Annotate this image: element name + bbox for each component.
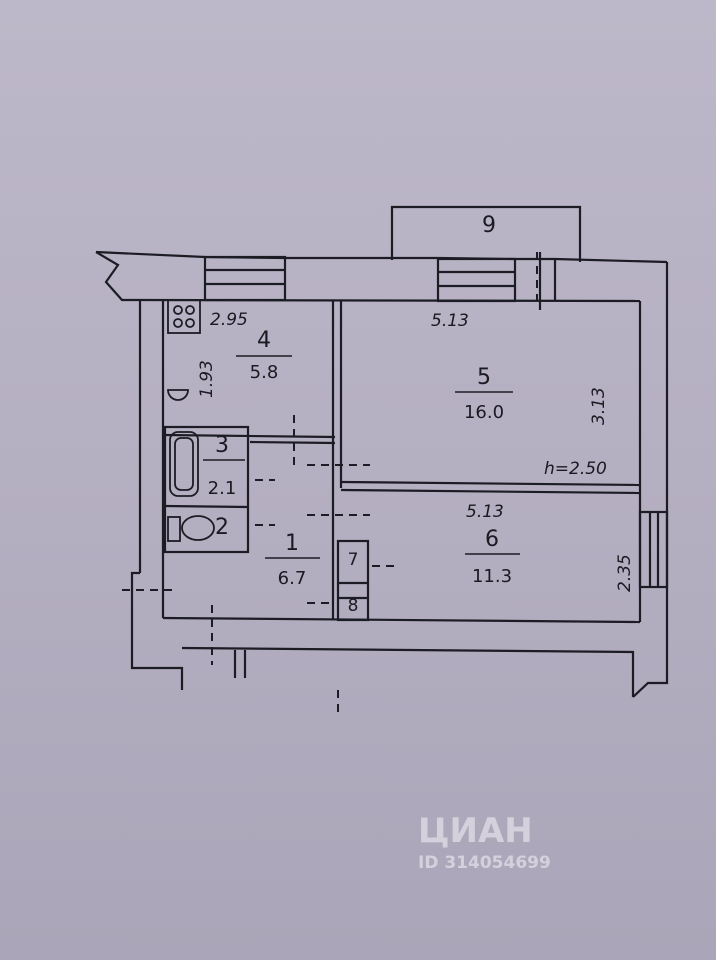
- door-markers: [122, 252, 538, 712]
- room-5-area: 16.0: [464, 402, 504, 423]
- room-5-number: 5: [477, 365, 491, 390]
- fraction-bars: [203, 355, 520, 559]
- dim-room6-depth: 2.35: [615, 554, 635, 592]
- closet-block: [336, 539, 370, 622]
- dim-ceiling-height: h=2.50: [544, 459, 607, 479]
- partition-room5-room6: [340, 480, 641, 487]
- wall-break-left: [95, 251, 140, 302]
- room-3-area: 2.1: [208, 478, 237, 499]
- watermark-id: ID 314054699: [418, 853, 551, 873]
- watermark-brand: ЦИАН: [418, 811, 533, 851]
- balcony-outline: [390, 205, 582, 262]
- room-1-number: 1: [285, 531, 299, 556]
- inner-wall-bottom: [162, 616, 641, 624]
- outer-wall-top: [95, 250, 668, 264]
- window-room5: [436, 257, 517, 303]
- stove-icon: [167, 299, 201, 334]
- room-3-number: 3: [215, 433, 229, 458]
- room-4-area: 5.8: [250, 362, 279, 383]
- dim-kitchen-width: 2.95: [210, 310, 248, 330]
- dim-room6-width: 5.13: [466, 502, 504, 522]
- dim-room5-width: 5.13: [431, 311, 469, 331]
- window-room6: [638, 510, 669, 589]
- outer-wall-bottom: [181, 646, 635, 697]
- window-kitchen: [203, 255, 287, 302]
- partition-kitchen-bath: [164, 433, 336, 439]
- room-2-number: 2: [215, 515, 229, 540]
- watermark: ЦИАН ID 314054699: [418, 811, 551, 873]
- outer-wall-right: [632, 262, 669, 698]
- walls: [95, 205, 669, 698]
- room-1-area: 6.7: [278, 568, 307, 589]
- room-6-number: 6: [485, 527, 499, 552]
- fixtures: [167, 299, 215, 542]
- room-6-area: 11.3: [472, 566, 512, 587]
- dim-kitchen-depth: 1.93: [197, 360, 217, 398]
- room-7-number: 7: [348, 550, 359, 570]
- room-4-number: 4: [257, 328, 271, 353]
- toilet-icon: [181, 515, 215, 541]
- dim-room5-depth: 3.13: [589, 387, 609, 425]
- bathtub-icon: [169, 431, 199, 497]
- wall-entrance-left: [130, 571, 184, 690]
- bathroom-block: [163, 425, 250, 554]
- room-8-number: 8: [348, 596, 359, 616]
- sink-icon: [167, 389, 189, 401]
- room-9-number: 9: [482, 213, 496, 238]
